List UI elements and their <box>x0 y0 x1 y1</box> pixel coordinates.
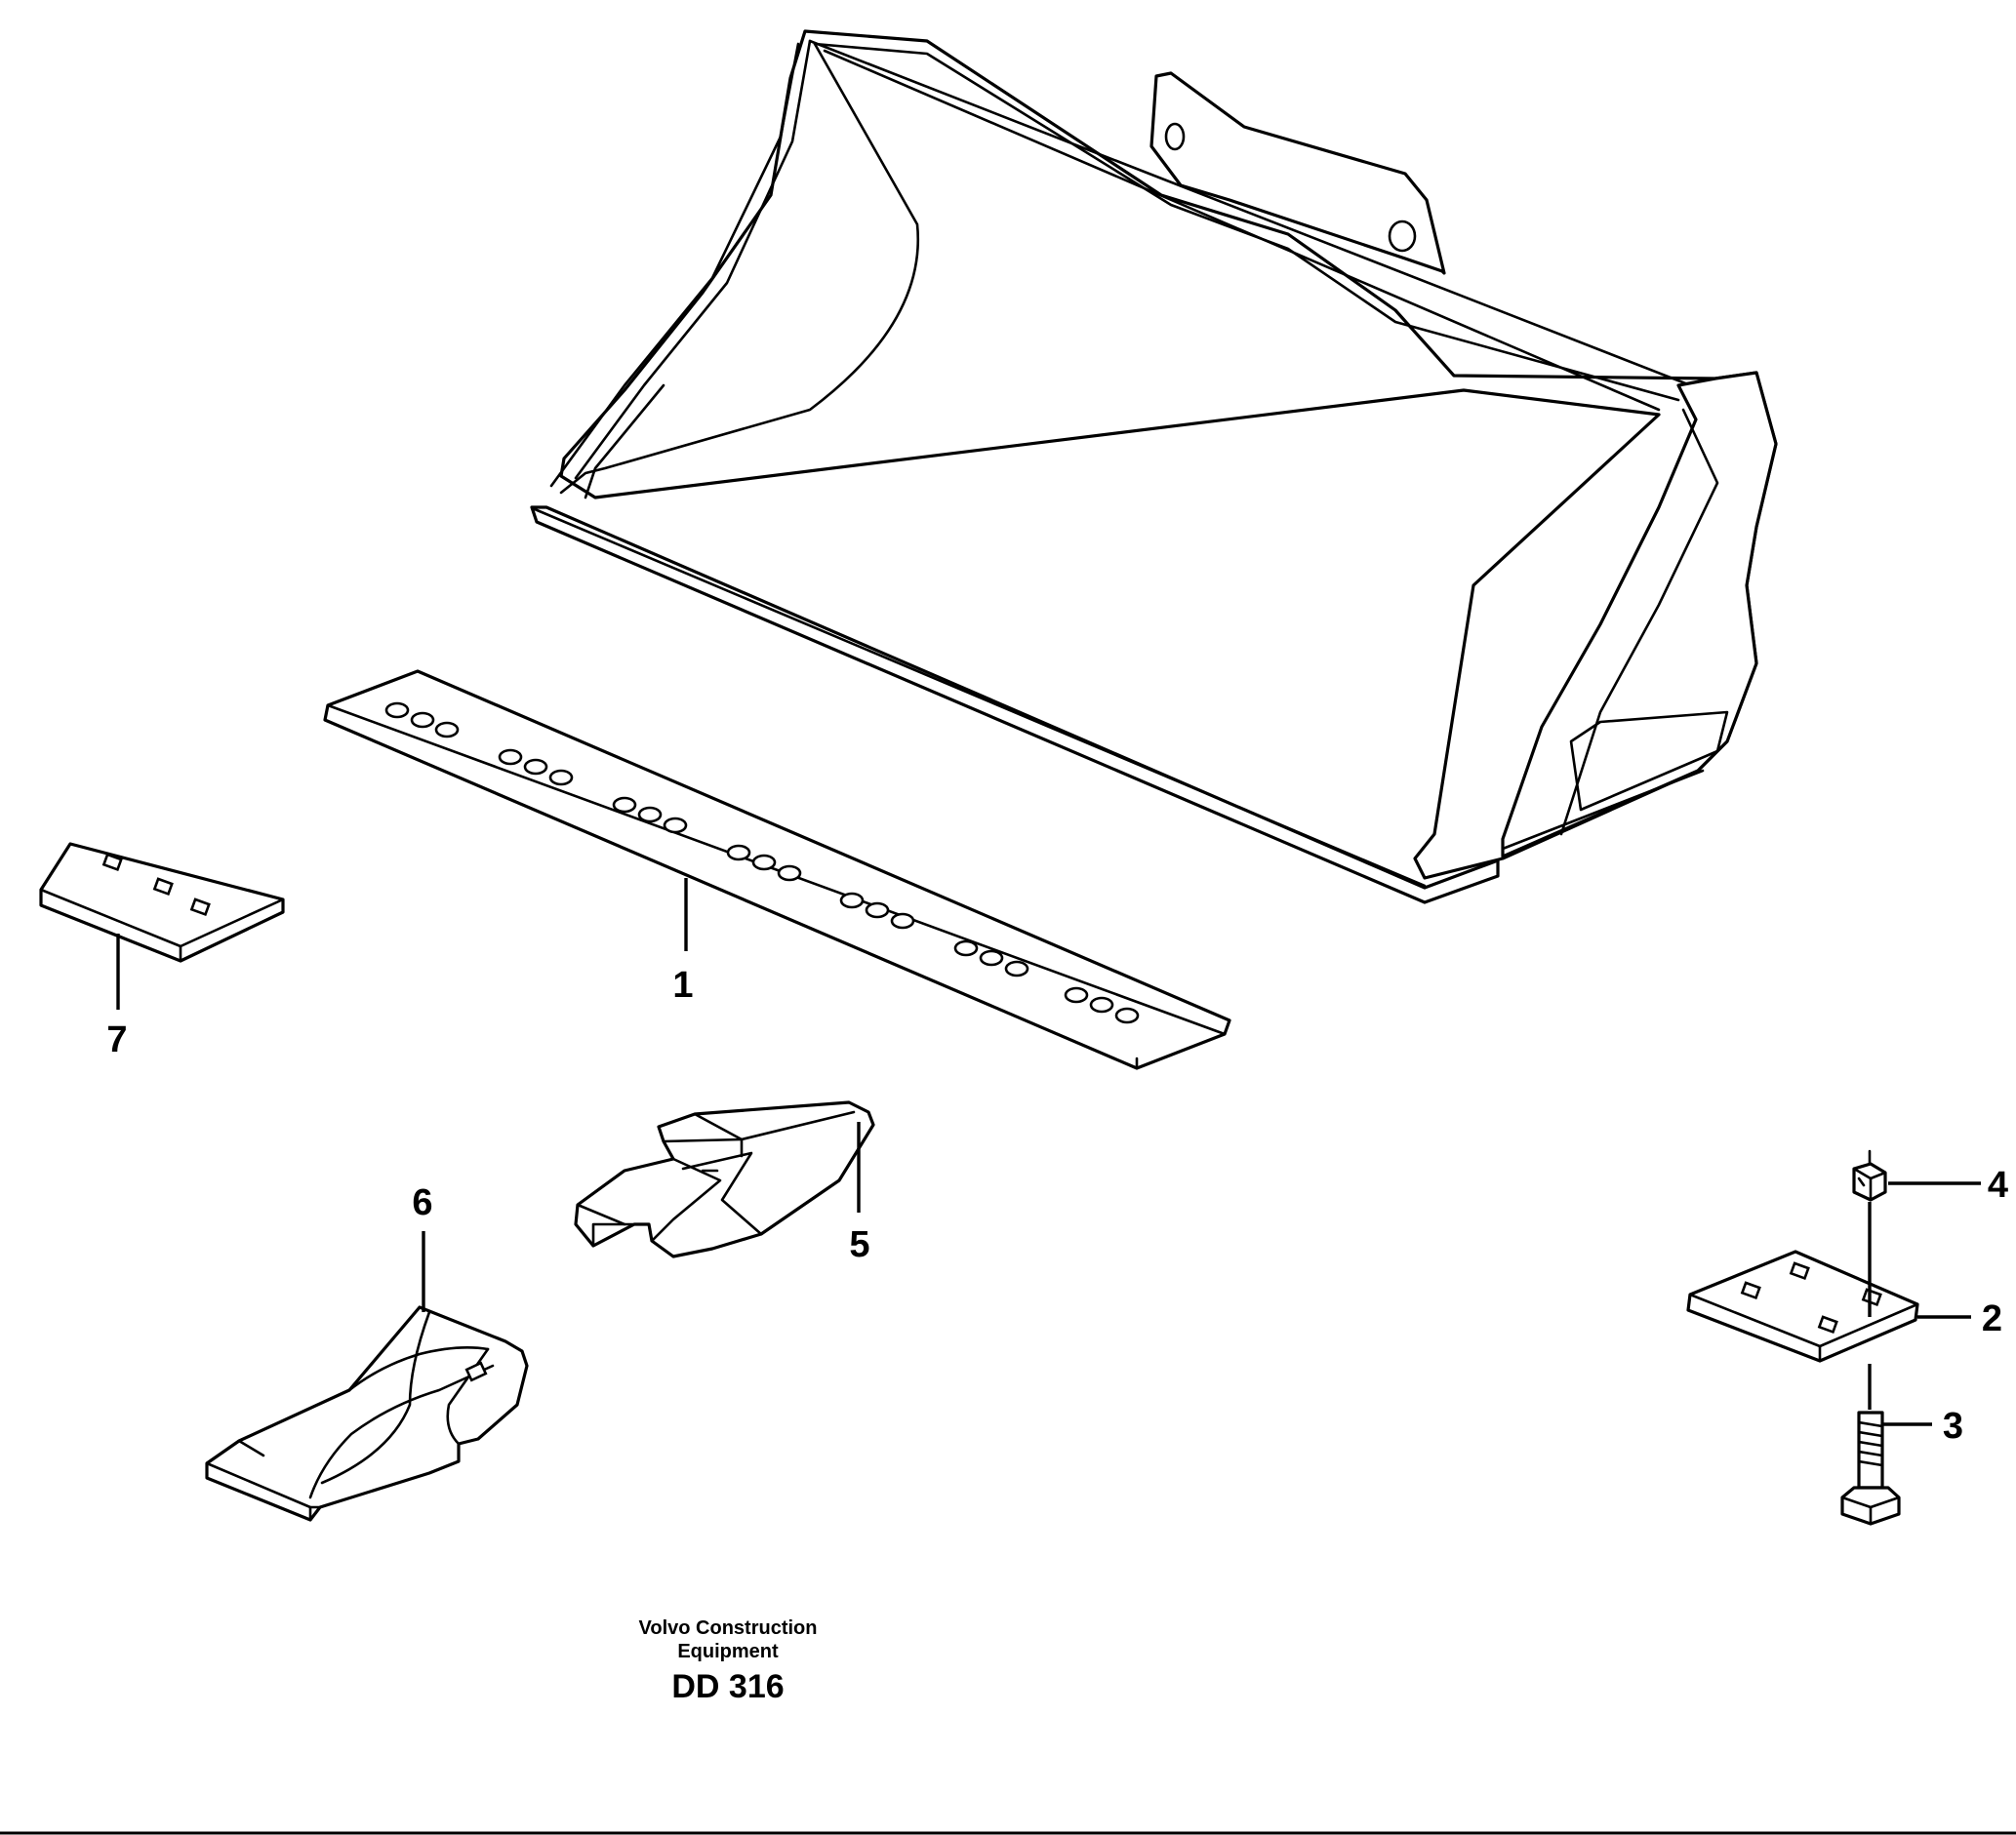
callout-6: 6 <box>412 1182 432 1223</box>
leader-lines <box>116 878 1981 1426</box>
bucket-cutting-edge <box>530 505 1500 904</box>
tooth-adapter <box>574 1100 875 1258</box>
bucket-tooth <box>205 1305 529 1522</box>
cutting-edge-bolt-holes <box>384 701 1140 1024</box>
bracket-pin-hole-upper <box>1164 122 1186 151</box>
callout-5: 5 <box>849 1224 869 1265</box>
wear-plate-segment-body <box>39 842 285 963</box>
cutting-edge-strip <box>323 669 1231 1070</box>
hex-nut <box>1852 1149 1887 1202</box>
callout-4: 4 <box>1988 1165 2008 1206</box>
bucket-tooth-body <box>205 1305 529 1522</box>
tooth-pin-slot <box>464 1361 488 1382</box>
wear-plate-segment <box>39 842 285 963</box>
callout-2: 2 <box>1982 1298 2002 1339</box>
callout-1: 1 <box>672 965 693 1006</box>
callout-3: 3 <box>1943 1406 1963 1447</box>
corner-wear-plate-body <box>1686 1250 1919 1363</box>
corner-wear-plate <box>1686 1250 1919 1363</box>
footer-company-line-1: Volvo Construction <box>639 1617 818 1639</box>
callout-7: 7 <box>106 1019 127 1060</box>
bucket-mounting-bracket <box>1149 71 1446 275</box>
plow-bolt-head <box>1840 1486 1901 1526</box>
plow-bolt <box>1840 1411 1901 1526</box>
footer-company-line-2: Equipment <box>677 1641 779 1662</box>
bucket <box>530 29 1778 904</box>
bucket-left-sideplate <box>559 42 920 495</box>
bracket-pin-hole-lower <box>1388 219 1417 253</box>
footer-drawing-code: DD 316 <box>671 1668 784 1705</box>
bucket-shell <box>559 29 1778 880</box>
bucket-right-sideplate <box>1501 371 1778 858</box>
tooth-adapter-body <box>574 1100 875 1258</box>
bucket-top-rim <box>813 42 1680 402</box>
